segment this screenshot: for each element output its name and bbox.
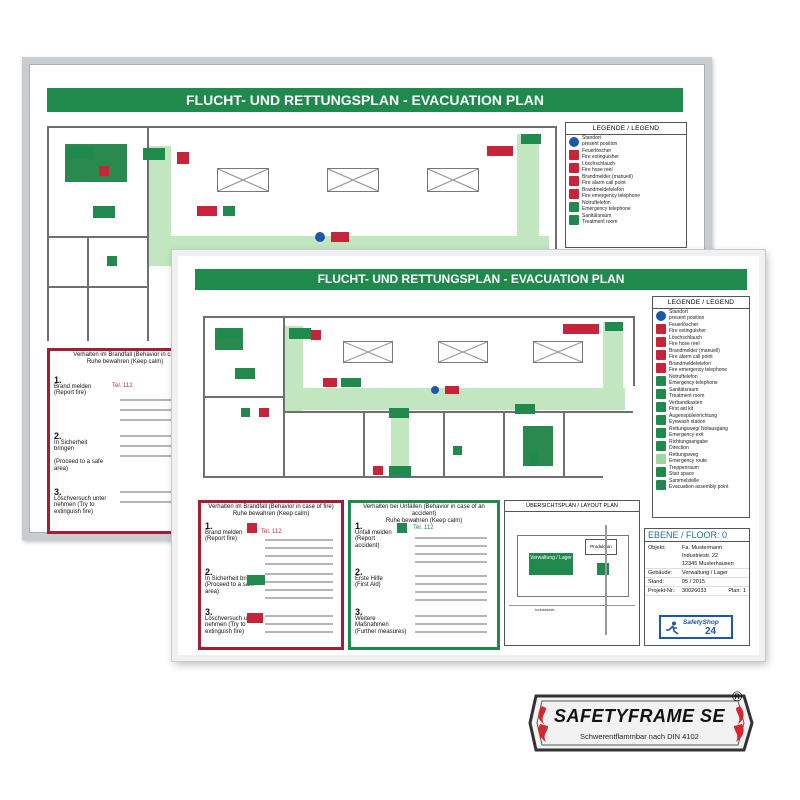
front-plan-title: FLUCHT- UND RETTUNGSPLAN - EVACUATION PL… <box>195 269 747 290</box>
flame-icon <box>734 706 744 742</box>
brand-name: SAFETYFRAME SE <box>554 706 726 726</box>
project-value: 30026033 <box>682 588 707 594</box>
overview-building: Verwaltung / Lager <box>529 553 573 575</box>
front-evacuation-plan-frame: FLUCHT- UND RETTUNGSPLAN - EVACUATION PL… <box>172 250 765 661</box>
treatment-room-icon <box>569 214 579 225</box>
date-label: Stand: <box>648 579 664 585</box>
direction-arrow-icon <box>656 440 666 451</box>
safetyshop24-logo: SafetyShop 24 <box>659 615 733 639</box>
back-plan-title: FLUCHT- UND RETTUNGSPLAN - EVACUATION PL… <box>47 88 683 112</box>
safetyframe-badge <box>528 694 754 752</box>
flame-icon <box>538 706 548 742</box>
front-floor-plan <box>203 316 635 481</box>
legend-item: Brandmelder (manuell)Fire alarm call poi… <box>653 348 749 361</box>
floor-label: EBENE / FLOOR: 0 <box>645 529 749 542</box>
fire-hose-icon <box>569 162 579 173</box>
brand-tagline: Schwerentflammbar nach DIN 4102 <box>580 732 699 741</box>
fire-telephone-icon <box>656 362 666 373</box>
back-legend-title: LEGENDE / LEGEND <box>566 123 686 135</box>
back-fire-step-3: 3.Löschversuch unter nehmen (Try to exti… <box>54 487 107 515</box>
plan-value: 1 <box>742 588 746 594</box>
assembly-point-icon <box>597 563 609 575</box>
front-accident-step-1: 1.Unfall melden(Report accident) <box>355 521 392 549</box>
shop-brand: SafetyShop <box>683 619 719 626</box>
front-accident-phone: Tel. 112 <box>413 525 434 531</box>
fire-alarm-icon <box>656 349 666 360</box>
fire-extinguisher-icon <box>569 149 579 160</box>
front-accident-step-3: 3.Weitere Maßnahmen(Further measures) <box>355 607 407 635</box>
shop-suffix: 24 <box>705 626 717 637</box>
object-label: Objekt: <box>648 545 666 551</box>
first-aid-kit-icon <box>656 401 666 412</box>
overview-street: Industriestr. <box>535 607 556 612</box>
front-legend-title: LEGENDE / LEGEND <box>653 297 749 309</box>
front-accident-instructions: Verhalten bei Unfällen (Behavior in case… <box>348 500 500 650</box>
standort-icon <box>656 310 666 321</box>
object-line-1: Fa. Mustermann <box>682 545 723 551</box>
emergency-telephone-icon <box>569 201 579 212</box>
object-line-2: Industriestr. 22 <box>682 553 719 559</box>
overview-annex: Produktion <box>585 539 617 555</box>
running-man-icon <box>666 621 679 635</box>
fire-telephone-icon <box>569 188 579 199</box>
front-fire-step-3: 3.Löschversuch unter nehmen (Try to exti… <box>205 607 258 635</box>
plan-label: Plan: <box>728 588 741 594</box>
front-fire-instructions: Verhalten im Brandfall (Behavior in case… <box>198 500 344 650</box>
eyewash-icon <box>656 414 666 425</box>
front-fire-phone: Tel. 112 <box>261 529 282 535</box>
front-fire-step-2: 2.In Sicherheit bringen(Proceed to a saf… <box>205 567 261 595</box>
front-accident-head: Verhalten bei Unfällen (Behavior in case… <box>363 504 485 524</box>
emergency-exit-icon <box>656 427 666 438</box>
back-fire-phone: Tel. 112 <box>112 383 133 389</box>
front-fire-step-1: 1.Brand melden(Report fire) <box>205 521 243 542</box>
assembly-point-icon <box>656 479 666 490</box>
back-fire-step-2: 2.In Sicherheit bringen(Proceed to a saf… <box>54 431 104 472</box>
front-floor-info: EBENE / FLOOR: 0 Objekt: Fa. Mustermann I… <box>644 528 750 646</box>
fire-extinguisher-icon <box>656 323 666 334</box>
building-value: Verwaltung / Lager <box>682 570 728 576</box>
back-fire-step-1: 1.Brand melden(Report fire) <box>54 375 92 396</box>
emergency-route-icon <box>656 453 666 464</box>
date-value: 05 / 2015 <box>682 579 705 585</box>
registered-mark: ® <box>732 688 743 704</box>
fire-hose-icon <box>656 336 666 347</box>
front-fire-head: Verhalten im Brandfall (Behavior in case… <box>208 504 334 517</box>
safetyframe-logo: SAFETYFRAME SE ® Schwerentflammbar nach … <box>528 688 756 758</box>
object-line-3: 12345 Musterhausen <box>682 561 734 567</box>
stair-space-icon <box>656 466 666 477</box>
fire-alarm-icon <box>569 175 579 186</box>
treatment-room-icon <box>656 388 666 399</box>
project-label: Projekt-Nr.: <box>648 588 676 594</box>
emergency-telephone-icon <box>656 375 666 386</box>
standort-icon <box>569 136 579 147</box>
front-accident-step-2: 2.Erste Hilfe(First Aid) <box>355 567 383 588</box>
legend-item: Brandmelder (manuell)Fire alarm call poi… <box>566 174 686 187</box>
front-layout-overview: ÜBERSICHTSPLAN / LAYOUT PLAN Produktion … <box>504 500 640 646</box>
building-label: Gebäude: <box>648 570 673 576</box>
overview-title: ÜBERSICHTSPLAN / LAYOUT PLAN <box>505 501 639 512</box>
